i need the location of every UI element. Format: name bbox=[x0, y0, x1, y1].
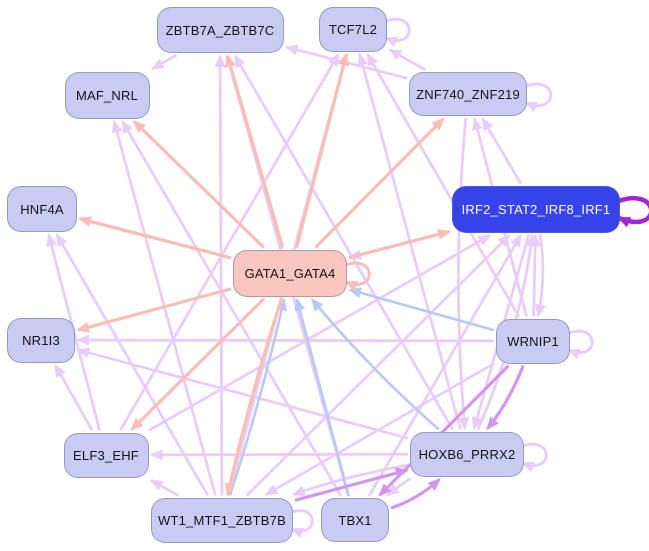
edge-gata-znf740[interactable] bbox=[314, 117, 445, 249]
edge-gata-tcf7l2[interactable] bbox=[295, 52, 349, 248]
edge-znf740-hoxb6[interactable] bbox=[457, 117, 470, 431]
self-loop-znf740[interactable] bbox=[524, 82, 553, 113]
edge-znf740-tcf7l2[interactable] bbox=[388, 48, 427, 72]
edge-wrnip1-wt1[interactable] bbox=[264, 362, 495, 496]
edge-hoxb6-tbx1[interactable] bbox=[385, 477, 412, 497]
edge-wt1-maf[interactable] bbox=[111, 119, 217, 496]
edge-gata-elf3[interactable] bbox=[130, 297, 266, 431]
node-label: ZNF740_ZNF219 bbox=[416, 86, 520, 102]
node-label: ELF3_EHF bbox=[73, 447, 139, 463]
edge-tbx1-hoxb6[interactable] bbox=[390, 478, 441, 510]
edge-wt1-elf3[interactable] bbox=[149, 479, 179, 497]
edge-hoxb6-gata[interactable] bbox=[310, 297, 440, 431]
edge-wt1-zbtb7a[interactable] bbox=[214, 54, 226, 496]
edge-tbx1-gata[interactable] bbox=[294, 297, 350, 497]
node-label: MAF_NRL bbox=[75, 87, 139, 103]
edge-wrnip1-gata[interactable] bbox=[348, 287, 495, 332]
node-wt1[interactable]: WT1_MTF1_ZBTB7B bbox=[151, 497, 293, 543]
node-maf[interactable]: MAF_NRL bbox=[64, 71, 150, 119]
edge-wrnip1-irf2[interactable] bbox=[529, 233, 541, 317]
edge-wt1-irf2[interactable] bbox=[245, 234, 511, 497]
node-label: NR1I3 bbox=[22, 332, 60, 348]
node-label: WRNIP1 bbox=[507, 333, 559, 349]
edge-wt1-gata[interactable] bbox=[228, 297, 287, 496]
edge-wrnip1-tcf7l2[interactable] bbox=[366, 52, 521, 318]
node-label: TBX1 bbox=[338, 512, 372, 528]
edge-wrnip1-tbx1[interactable] bbox=[378, 364, 510, 497]
node-gata[interactable]: GATA1_GATA4 bbox=[233, 249, 347, 297]
self-loop-irf2[interactable] bbox=[617, 196, 649, 228]
self-loop-wrnip1[interactable] bbox=[567, 329, 594, 360]
edge-hoxb6-elf3[interactable] bbox=[149, 449, 409, 461]
node-label: ZBTB7A_ZBTB7C bbox=[165, 22, 275, 38]
edge-gata-irf2[interactable] bbox=[348, 229, 451, 260]
edge-elf3-tcf7l2[interactable] bbox=[118, 52, 340, 432]
node-label: WT1_MTF1_ZBTB7B bbox=[158, 512, 286, 528]
node-tcf7l2[interactable]: TCF7L2 bbox=[319, 6, 387, 52]
edge-znf740-zbtb7a[interactable] bbox=[284, 44, 408, 80]
node-elf3[interactable]: ELF3_EHF bbox=[63, 432, 149, 478]
edge-hoxb6-nr1i3[interactable] bbox=[76, 347, 409, 440]
edge-tbx1-maf[interactable] bbox=[121, 119, 343, 497]
node-wrnip1[interactable]: WRNIP1 bbox=[496, 318, 570, 364]
edge-elf3-nr1i3[interactable] bbox=[54, 363, 94, 432]
edge-hoxb6-zbtb7a[interactable] bbox=[233, 54, 454, 431]
node-label: HNF4A bbox=[20, 201, 64, 217]
node-label: HOXB6_PRRX2 bbox=[418, 446, 516, 462]
edge-gata-wt1[interactable] bbox=[224, 298, 284, 497]
node-label: IRF2_STAT2_IRF8_IRF1 bbox=[461, 201, 611, 217]
edge-zbtb7a-maf[interactable] bbox=[150, 53, 178, 71]
node-hnf4a[interactable]: HNF4A bbox=[7, 186, 77, 232]
node-nr1i3[interactable]: NR1I3 bbox=[7, 317, 75, 363]
self-loop-tcf7l2[interactable] bbox=[384, 17, 411, 48]
node-zbtb7a[interactable]: ZBTB7A_ZBTB7C bbox=[156, 7, 284, 53]
self-loop-wt1[interactable] bbox=[290, 509, 314, 539]
edge-wrnip1-nr1i3[interactable] bbox=[76, 334, 495, 346]
self-loop-hoxb6[interactable] bbox=[521, 442, 548, 473]
node-znf740[interactable]: ZNF740_ZNF219 bbox=[409, 72, 527, 116]
edge-hoxb6-wt1[interactable] bbox=[291, 463, 409, 496]
node-tbx1[interactable]: TBX1 bbox=[321, 498, 389, 542]
self-loop-gata[interactable] bbox=[344, 261, 371, 292]
edge-gata-maf[interactable] bbox=[132, 120, 265, 249]
edge-gata-nr1i3[interactable] bbox=[76, 287, 232, 333]
edge-gata-hnf4a[interactable] bbox=[78, 216, 232, 260]
edge-wrnip1-hoxb6[interactable] bbox=[486, 364, 525, 431]
node-irf2[interactable]: IRF2_STAT2_IRF8_IRF1 bbox=[452, 185, 620, 233]
node-hoxb6[interactable]: HOXB6_PRRX2 bbox=[410, 431, 524, 477]
node-label: TCF7L2 bbox=[328, 21, 378, 37]
edge-tbx1-irf2[interactable] bbox=[367, 233, 522, 497]
edge-gata-zbtb7a[interactable] bbox=[225, 54, 285, 248]
edge-wt1-hoxb6[interactable] bbox=[294, 467, 409, 502]
edge-elf3-irf2[interactable] bbox=[148, 234, 492, 432]
edge-irf2-znf740[interactable] bbox=[481, 117, 523, 185]
node-label: GATA1_GATA4 bbox=[244, 265, 336, 281]
edge-irf2-wrnip1[interactable] bbox=[535, 234, 546, 318]
